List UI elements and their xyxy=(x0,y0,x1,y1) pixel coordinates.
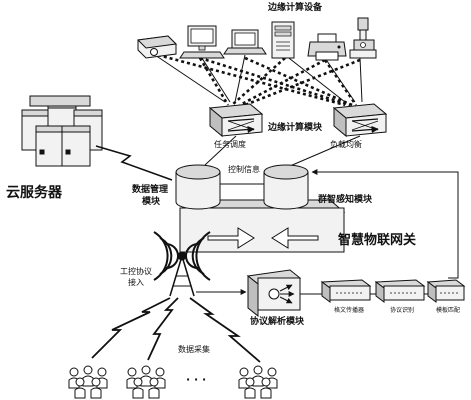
network-switch-icon-3 xyxy=(426,279,466,303)
edge-devices-label: 边缘计算设备 xyxy=(268,3,323,13)
protocol-parsing-label: 协议解析模块 xyxy=(250,317,305,327)
people-group-icon-middle xyxy=(126,365,166,399)
device-module-links xyxy=(154,53,363,107)
data-management-label-line1: 数据管理 xyxy=(132,185,169,195)
industrial-protocol-label-line2: 接入 xyxy=(128,278,144,287)
industrial-protocol-label-line1: 工控协议 xyxy=(120,267,152,276)
template-matching-label: 模板匹配 xyxy=(436,307,461,314)
projector-icon xyxy=(136,35,178,59)
data-collection-bolts xyxy=(91,297,261,363)
gateway-box xyxy=(178,199,346,253)
industrial-robot-icon xyxy=(349,17,377,59)
protocol-converter-label: 格文传播器 xyxy=(334,307,365,314)
ellipsis-label: · · · xyxy=(186,373,207,386)
protocol-identification-label: 协议识别 xyxy=(390,307,415,314)
load-balancing-label: 负载均衡 xyxy=(330,140,362,149)
cloud-server-label: 云服务器 xyxy=(6,185,62,201)
server-tower-icon xyxy=(271,21,295,59)
task-scheduling-label: 任务调度 xyxy=(214,140,246,149)
control-info-label: 控制信息 xyxy=(228,165,260,174)
protocol-parser-icon xyxy=(246,269,302,318)
people-group-icon-right xyxy=(238,365,278,399)
router-right-icon xyxy=(332,103,388,138)
printer-icon xyxy=(307,33,347,61)
network-switch-icon-1 xyxy=(320,279,372,303)
cloud-server-cluster-icon xyxy=(21,95,103,167)
wireless-antenna-icon xyxy=(153,231,211,297)
database-cylinder-left-icon xyxy=(175,164,221,210)
lightning-link-icon xyxy=(95,145,173,181)
module-db-links xyxy=(204,135,361,167)
edge-module-label: 边缘计算模块 xyxy=(268,123,323,133)
antenna-parser-arrow xyxy=(196,289,247,295)
desktop-computer-icon xyxy=(179,25,225,59)
gateway-label: 智慧物联网关 xyxy=(338,233,417,248)
data-management-label-line2: 模块 xyxy=(142,197,161,207)
swarm-sensing-label: 群智感知模块 xyxy=(318,195,373,205)
database-cylinder-right-icon xyxy=(263,164,309,210)
data-collection-label: 数据采集 xyxy=(178,345,210,354)
people-group-icon-left xyxy=(68,365,108,399)
network-switch-icon-2 xyxy=(374,279,426,303)
router-left-icon xyxy=(208,103,264,138)
feedback-arrow xyxy=(311,169,459,279)
laptop-icon xyxy=(223,29,267,55)
